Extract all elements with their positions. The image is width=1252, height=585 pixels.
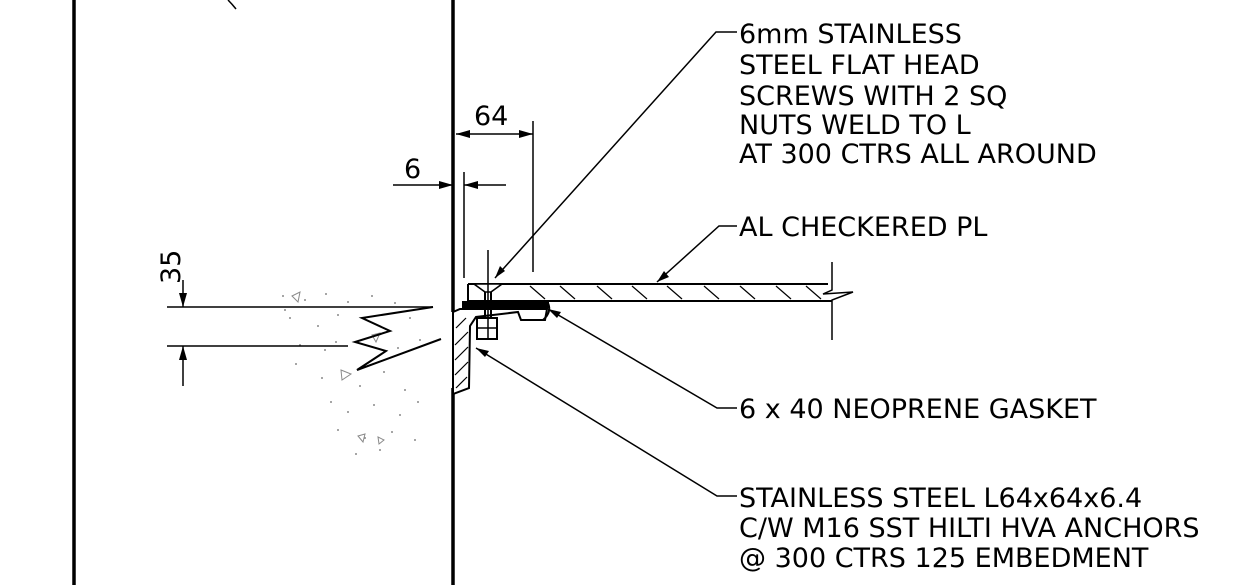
wall-break-mark	[227, 0, 237, 10]
dimension-35-text: 35	[156, 250, 187, 284]
note-screws: 6mm STAINLESS STEEL FLAT HEAD SCREWS WIT…	[739, 19, 1097, 170]
dimension-6-text: 6	[404, 154, 421, 185]
angle-hatch	[454, 317, 469, 389]
note-screws-line-4: NUTS WELD TO L	[739, 110, 971, 141]
plate-hatch	[529, 285, 822, 300]
note-screws-line-5: AT 300 CTRS ALL AROUND	[739, 139, 1097, 170]
dimension-64: 64	[456, 101, 534, 272]
leader-screws	[494, 31, 737, 279]
note-screws-line-3: SCREWS WITH 2 SQ	[739, 81, 1007, 112]
steel-angle	[452, 308, 549, 396]
leader-gasket	[547, 308, 737, 409]
note-screws-line-2: STEEL FLAT HEAD	[739, 50, 980, 81]
checkered-plate-outline	[467, 283, 832, 302]
leader-plate	[656, 225, 737, 283]
leader-angle	[475, 347, 737, 497]
note-gasket: 6 x 40 NEOPRENE GASKET	[739, 394, 1097, 425]
note-angle-line-1: STAINLESS STEEL L64x64x6.4	[739, 483, 1142, 514]
note-angle-line-3: @ 300 CTRS 125 EMBEDMENT	[739, 543, 1149, 574]
note-angle-line-2: C/W M16 SST HILTI HVA ANCHORS	[739, 513, 1200, 544]
flat-head-screw	[471, 250, 505, 338]
gasket-end	[542, 302, 551, 321]
neoprene-gasket	[462, 301, 549, 308]
note-plate: AL CHECKERED PL	[739, 212, 987, 243]
concrete-stipple	[282, 291, 421, 455]
dimension-35: 35	[156, 250, 187, 386]
plate-break-line	[822, 262, 854, 340]
dimension-64-text: 64	[474, 101, 508, 132]
recess-break-line	[351, 306, 442, 371]
dimension-6: 6	[393, 154, 506, 278]
note-screws-line-1: 6mm STAINLESS	[739, 19, 962, 50]
note-angle: STAINLESS STEEL L64x64x6.4 C/W M16 SST H…	[739, 483, 1200, 574]
